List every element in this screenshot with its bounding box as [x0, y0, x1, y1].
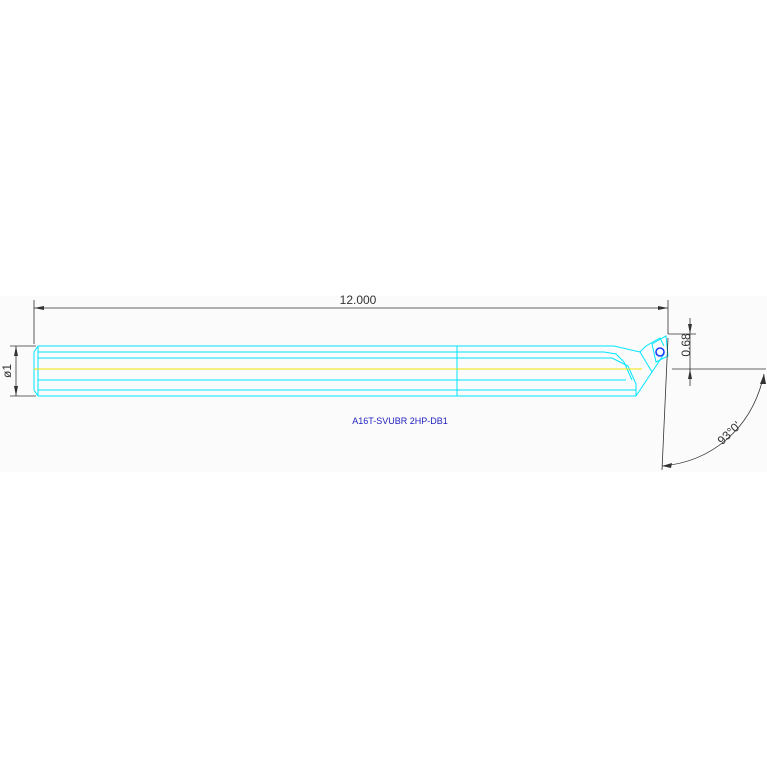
- shank-back-end: [33, 345, 39, 397]
- diameter-dimension: [10, 345, 36, 397]
- angle-dimension: [661, 337, 766, 471]
- offset-dimension: [668, 318, 766, 386]
- tool-body: [33, 335, 669, 397]
- diameter-label: ø1: [0, 364, 14, 378]
- part-number-label: A16T-SVUBR 2HP-DB1: [352, 416, 448, 426]
- insert-screw: [655, 347, 665, 357]
- length-dimension: [33, 300, 669, 344]
- drawing-panel: [0, 296, 767, 472]
- overall-length-label: 12.000: [340, 293, 377, 307]
- insert-outline: [651, 335, 669, 363]
- offset-label: 0.68: [679, 333, 693, 357]
